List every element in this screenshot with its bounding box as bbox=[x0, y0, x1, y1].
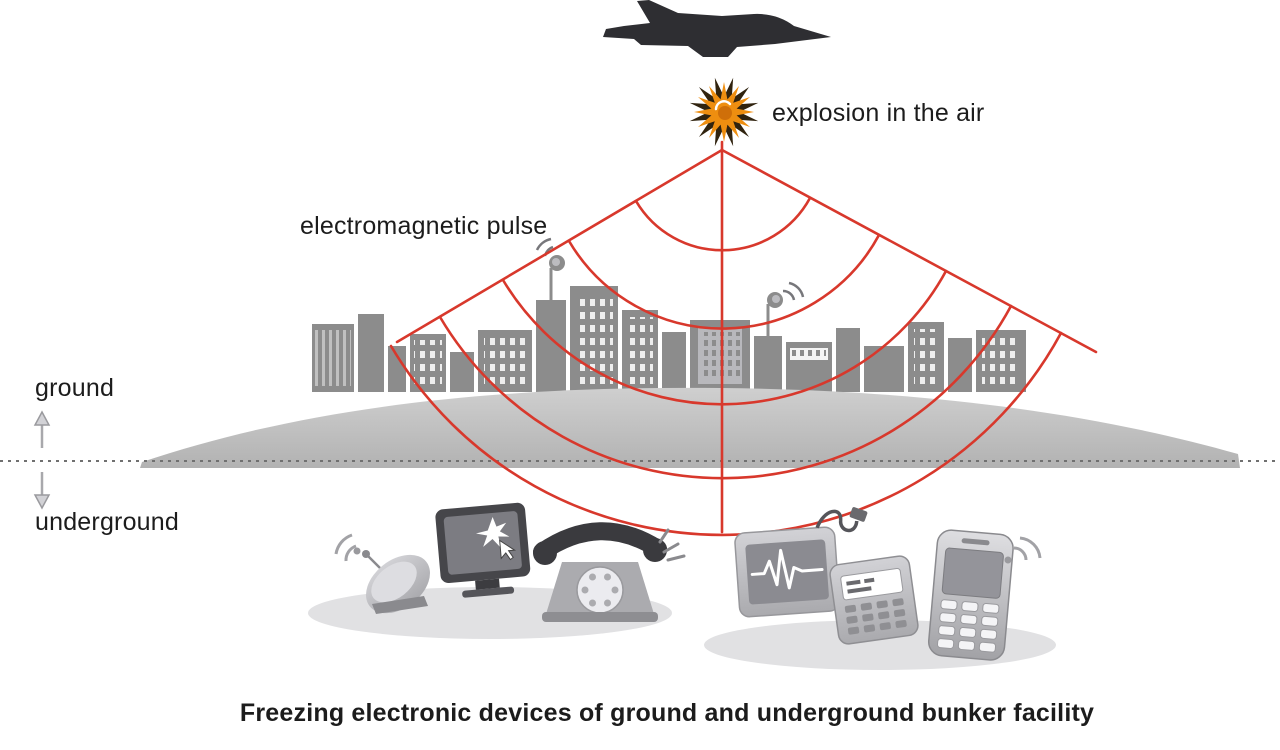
fighter-jet-icon bbox=[603, 0, 831, 57]
arrow-up-icon bbox=[33, 410, 51, 448]
city-skyline-silhouette bbox=[312, 237, 1026, 392]
signal-waves-icon bbox=[1004, 536, 1042, 564]
crt-monitor-icon bbox=[435, 502, 531, 598]
emp-wave-arcs bbox=[389, 140, 1098, 537]
arrow-down-icon bbox=[33, 472, 51, 510]
label-emp: electromagnetic pulse bbox=[300, 212, 548, 240]
label-underground: underground bbox=[35, 508, 179, 536]
cursor-icon bbox=[499, 539, 517, 561]
underground-devices-left bbox=[308, 502, 686, 639]
heartbeat-line bbox=[750, 548, 824, 590]
label-ground: ground bbox=[35, 374, 115, 402]
depth-arrows bbox=[33, 410, 51, 510]
rotary-phone-icon bbox=[533, 522, 686, 622]
caption: Freezing electronic devices of ground an… bbox=[239, 699, 1095, 727]
pager-icon bbox=[829, 555, 919, 645]
rooftop-antenna-dish-icon bbox=[766, 281, 805, 336]
label-explosion: explosion in the air bbox=[772, 99, 985, 127]
mobile-phone-icon bbox=[927, 529, 1014, 661]
screen-flash-icon bbox=[475, 516, 510, 549]
signal-waves-icon bbox=[334, 533, 361, 562]
explosion-burst-icon bbox=[689, 77, 759, 147]
power-cable-icon bbox=[815, 509, 859, 533]
rooftop-antenna-dish-icon bbox=[535, 237, 565, 300]
impact-spark-icon bbox=[658, 528, 686, 562]
satellite-dish-icon bbox=[334, 533, 430, 614]
ecg-monitor-icon bbox=[734, 507, 868, 618]
underground-devices-right bbox=[704, 507, 1056, 670]
ground-mound bbox=[140, 387, 1240, 468]
